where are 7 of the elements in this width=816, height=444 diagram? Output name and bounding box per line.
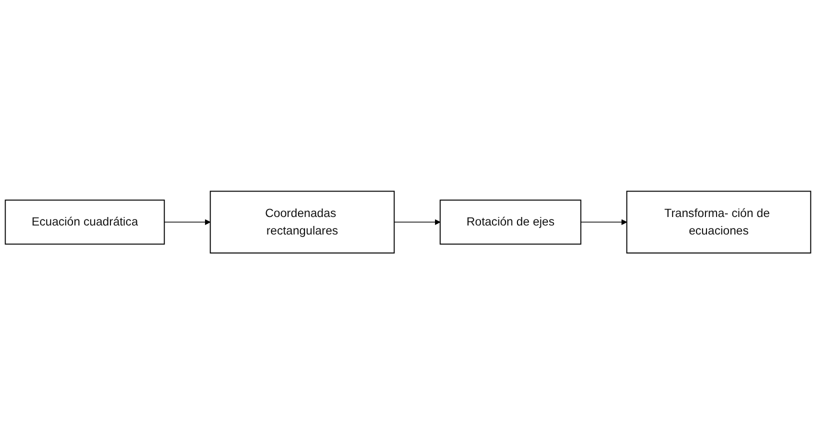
node-box: Rotación de ejes (440, 200, 582, 244)
node-box: Coordenadas rectangulares (210, 190, 395, 254)
arrow (394, 219, 440, 225)
node-box: Ecuación cuadrática (4, 200, 165, 244)
node-box: Transforma- ción de ecuaciones (626, 190, 812, 254)
arrow (164, 219, 211, 225)
arrow (580, 219, 628, 225)
